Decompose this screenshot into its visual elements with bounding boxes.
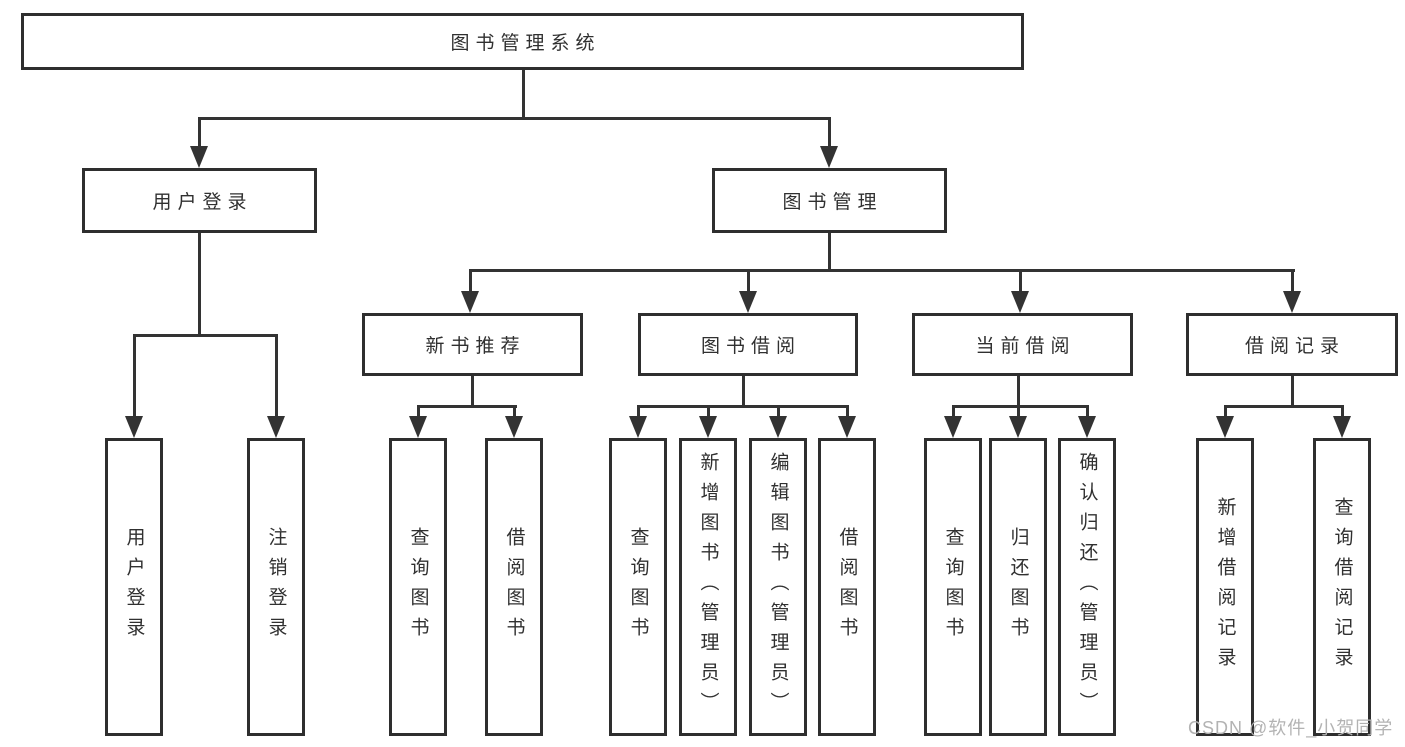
connector-line [1019, 269, 1022, 293]
connector-line [1017, 405, 1020, 418]
connector-line [637, 405, 849, 408]
connector-line [133, 334, 278, 337]
connector-line [133, 334, 136, 418]
node-new-book-recommendation: 新书推荐 [362, 313, 583, 376]
connector-line [417, 405, 517, 408]
connector-line [777, 405, 780, 418]
connector-arrowhead [1009, 416, 1027, 438]
leaf-confirm-return-admin: 确认归还（管理员） [1058, 438, 1116, 736]
node-label: 用户登录 [123, 527, 145, 647]
node-label: 用户登录 [152, 192, 253, 213]
connector-arrowhead [739, 291, 757, 313]
node-label: 新书推荐 [425, 336, 526, 357]
connector-arrowhead [769, 416, 787, 438]
leaf-query-books-current: 查询图书 [924, 438, 982, 736]
connector-arrowhead [944, 416, 962, 438]
node-label: 借阅图书 [836, 527, 858, 647]
node-label: 确认归还（管理员） [1076, 452, 1098, 722]
connector-line [1017, 376, 1020, 407]
connector-line [1341, 405, 1344, 418]
connector-arrowhead [820, 146, 838, 168]
connector-line [952, 405, 1089, 408]
connector-line [469, 269, 1295, 272]
leaf-user-login: 用户登录 [105, 438, 163, 736]
connector-arrowhead [699, 416, 717, 438]
connector-line [846, 405, 849, 418]
node-book-management: 图书管理 [712, 168, 947, 233]
leaf-borrow-books-borrowing: 借阅图书 [818, 438, 876, 736]
connector-line [469, 269, 472, 293]
node-book-borrowing: 图书借阅 [638, 313, 858, 376]
node-label: 当前借阅 [975, 336, 1076, 357]
connector-line [275, 334, 278, 418]
connector-line [198, 233, 201, 336]
leaf-query-books-borrowing: 查询图书 [609, 438, 667, 736]
connector-arrowhead [1216, 416, 1234, 438]
connector-line [1224, 405, 1227, 418]
connector-line [522, 70, 525, 119]
leaf-logout: 注销登录 [247, 438, 305, 736]
node-label: 新增借阅记录 [1214, 497, 1236, 677]
connector-arrowhead [267, 416, 285, 438]
node-label: 图书管理 [782, 192, 883, 213]
node-library-management-system: 图书管理系统 [21, 13, 1024, 70]
connector-line [747, 269, 750, 293]
connector-arrowhead [125, 416, 143, 438]
connector-line [471, 376, 474, 407]
node-label: 新增图书（管理员） [697, 452, 719, 722]
leaf-query-books-recommend: 查询图书 [389, 438, 447, 736]
node-label: 注销登录 [265, 527, 287, 647]
node-label: 查询借阅记录 [1331, 497, 1353, 677]
node-label: 查询图书 [627, 527, 649, 647]
csdn-watermark: CSDN @软件_小贺同学 [1188, 718, 1394, 738]
connector-line [742, 376, 745, 407]
node-label: 借阅图书 [503, 527, 525, 647]
node-label: 借阅记录 [1244, 336, 1345, 357]
node-label: 查询图书 [407, 527, 429, 647]
connector-arrowhead [1283, 291, 1301, 313]
leaf-query-borrow-record: 查询借阅记录 [1313, 438, 1371, 736]
connector-arrowhead [1078, 416, 1096, 438]
node-label: 图书借阅 [700, 336, 801, 357]
node-label: 归还图书 [1007, 527, 1029, 647]
connector-line [1224, 405, 1344, 408]
node-label: 图书管理系统 [450, 33, 601, 54]
connector-line [707, 405, 710, 418]
connector-line [828, 117, 831, 148]
node-current-borrowing: 当前借阅 [912, 313, 1133, 376]
connector-line [1291, 269, 1294, 293]
node-borrowing-records: 借阅记录 [1186, 313, 1398, 376]
node-label: 查询图书 [942, 527, 964, 647]
connector-arrowhead [629, 416, 647, 438]
connector-line [198, 117, 831, 120]
connector-line [952, 405, 955, 418]
connector-arrowhead [461, 291, 479, 313]
leaf-return-books: 归还图书 [989, 438, 1047, 736]
leaf-borrow-books-recommend: 借阅图书 [485, 438, 543, 736]
connector-arrowhead [190, 146, 208, 168]
connector-line [1086, 405, 1089, 418]
connector-arrowhead [1333, 416, 1351, 438]
connector-line [513, 405, 516, 418]
connector-arrowhead [838, 416, 856, 438]
connector-arrowhead [1011, 291, 1029, 313]
connector-arrowhead [505, 416, 523, 438]
leaf-edit-book-admin: 编辑图书（管理员） [749, 438, 807, 736]
node-label: 编辑图书（管理员） [767, 452, 789, 722]
leaf-add-borrow-record: 新增借阅记录 [1196, 438, 1254, 736]
connector-arrowhead [409, 416, 427, 438]
connector-line [828, 233, 831, 271]
connector-line [637, 405, 640, 418]
connector-line [1291, 376, 1294, 407]
leaf-add-book-admin: 新增图书（管理员） [679, 438, 737, 736]
connector-line [417, 405, 420, 418]
node-user-login: 用户登录 [82, 168, 317, 233]
connector-line [198, 117, 201, 148]
